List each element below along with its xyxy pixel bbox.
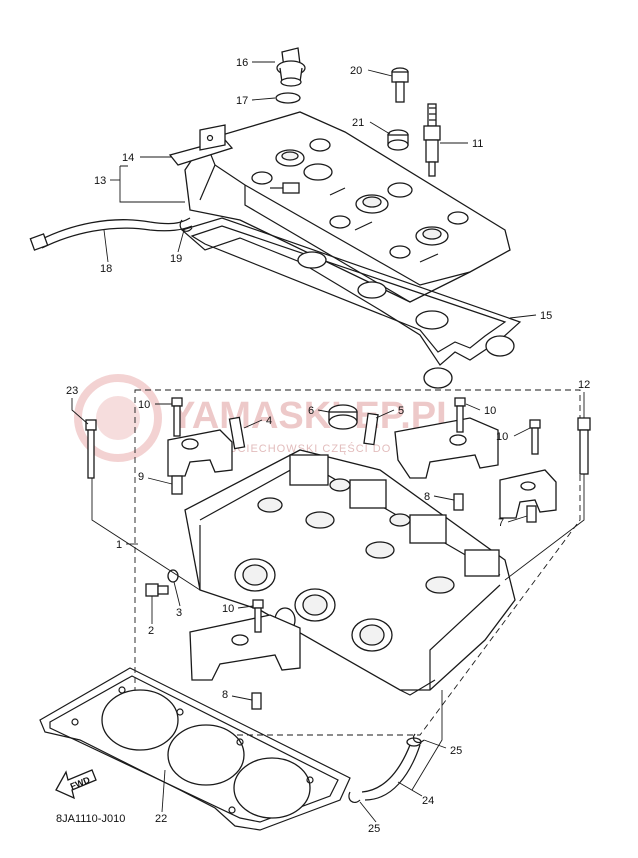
cylinder-head <box>184 449 516 696</box>
callout-25: 25 <box>450 745 462 757</box>
callout-24: 24 <box>422 795 434 807</box>
hose-clip <box>348 791 361 804</box>
callout-14: 14 <box>122 152 134 164</box>
leader-lines <box>71 61 585 823</box>
long-head-bolt-left <box>85 419 97 479</box>
callout-10: 10 <box>138 399 150 411</box>
callout-9: 9 <box>138 471 144 483</box>
callout-13: 13 <box>94 175 106 187</box>
callout-18: 18 <box>100 263 112 275</box>
dowel-pin <box>453 493 464 511</box>
water-hose <box>361 737 422 801</box>
valve-guide <box>228 416 246 450</box>
camshaft-cap-right-lower <box>499 469 557 519</box>
watermark-subtitle: WOJCIECHOWSKI CZĘŚCI DO YAMAHA <box>210 442 447 455</box>
diagram-code: 8JA1110-J010 <box>56 813 125 825</box>
plug-cap <box>328 404 358 430</box>
hose-clip <box>179 219 193 232</box>
callout-numbers: 16 17 14 13 18 19 20 21 11 15 23 12 10 1… <box>66 57 590 835</box>
camshaft-cap-lower <box>189 614 301 681</box>
cable-bracket <box>168 124 234 166</box>
callout-12: 12 <box>578 379 590 391</box>
washer <box>167 569 179 583</box>
callout-22: 22 <box>155 813 167 825</box>
callout-23: 23 <box>66 385 78 397</box>
watermark-logo-icon <box>74 374 162 462</box>
callout-8: 8 <box>424 491 430 503</box>
fwd-label: FWD <box>69 774 92 791</box>
callout-3: 3 <box>176 607 182 619</box>
callout-10: 10 <box>222 603 234 615</box>
callout-11: 11 <box>472 138 483 150</box>
callout-16: 16 <box>236 57 248 69</box>
callout-2: 2 <box>148 625 154 637</box>
callout-7: 7 <box>498 517 504 529</box>
o-ring <box>275 92 301 104</box>
camshaft-cap-right <box>394 417 499 479</box>
long-head-bolt-right <box>577 417 591 475</box>
oil-jet <box>363 412 379 446</box>
callout-15: 15 <box>540 310 552 322</box>
dowel-pin <box>251 692 262 710</box>
grommet <box>387 129 409 151</box>
oil-filler-cap <box>276 47 306 87</box>
callout-6: 6 <box>308 405 314 417</box>
cap-bolts <box>171 397 541 633</box>
cover-bolt <box>391 67 409 103</box>
callout-5: 5 <box>398 405 404 417</box>
breather-hose <box>29 217 193 251</box>
callout-10: 10 <box>484 405 496 417</box>
side-bolt <box>145 583 169 597</box>
callout-19: 19 <box>170 253 182 265</box>
dowel-pin <box>171 475 183 495</box>
hose-clip <box>412 733 425 744</box>
callout-1: 1 <box>116 539 122 551</box>
callout-21: 21 <box>352 117 364 129</box>
callout-10: 10 <box>496 431 508 443</box>
forward-arrow-icon: FWD <box>55 769 97 800</box>
callout-25: 25 <box>368 823 380 835</box>
valve-cover <box>184 111 511 303</box>
callout-4: 4 <box>266 415 272 427</box>
spark-plug <box>423 103 441 177</box>
dowel-pin <box>526 505 537 523</box>
callout-17: 17 <box>236 95 248 107</box>
callout-8: 8 <box>222 689 228 701</box>
callout-20: 20 <box>350 65 362 77</box>
valve-cover-gasket <box>180 217 522 389</box>
head-gasket <box>39 667 351 831</box>
